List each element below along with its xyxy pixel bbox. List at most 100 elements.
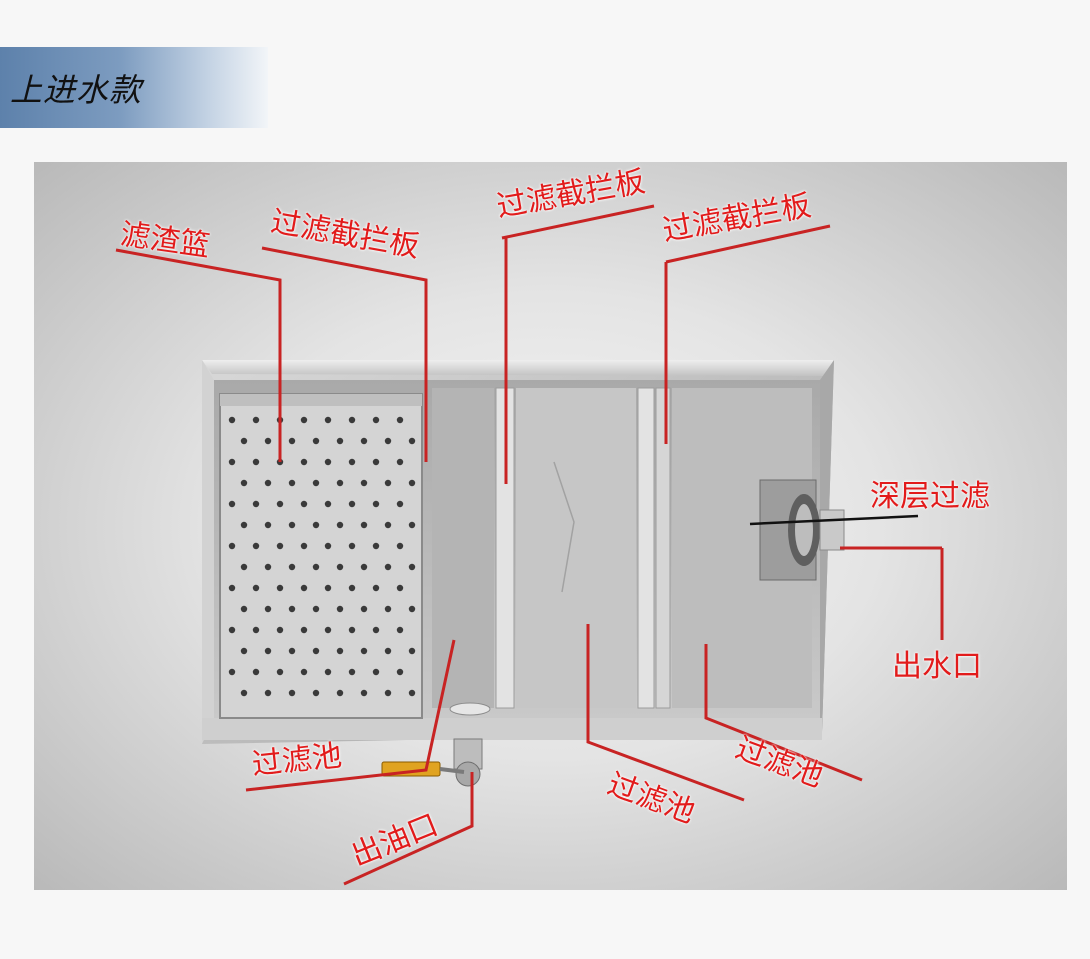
basket-hole: [312, 647, 320, 655]
basket-hole: [324, 416, 332, 424]
basket-hole: [372, 500, 380, 508]
basket-hole: [408, 605, 416, 613]
product-photo: 滤渣篮 过滤截拦板 过滤截拦板 过滤截拦板 深层过滤 出水口 过滤池 过滤池 过…: [34, 162, 1067, 890]
basket-hole: [264, 647, 272, 655]
chamber-2: [516, 388, 636, 708]
basket-hole: [240, 689, 248, 697]
basket-hole: [396, 542, 404, 550]
label-water-outlet: 出水口: [892, 649, 982, 684]
basket-hole: [228, 584, 236, 592]
basket-hole: [408, 479, 416, 487]
basket-hole: [264, 689, 272, 697]
basket-hole: [312, 521, 320, 529]
deep-filter-leader: [749, 514, 919, 526]
basket-hole: [324, 500, 332, 508]
basket-hole: [348, 500, 356, 508]
basket-hole: [396, 458, 404, 466]
basket-hole: [240, 479, 248, 487]
basket-hole: [372, 458, 380, 466]
basket-hole: [348, 584, 356, 592]
baffle-plate: [637, 387, 655, 709]
basket-hole: [372, 416, 380, 424]
basket-hole: [324, 626, 332, 634]
page-title: 上进水款: [10, 71, 143, 109]
basket-hole: [384, 689, 392, 697]
filter-basket: [219, 393, 423, 719]
basket-hole: [384, 647, 392, 655]
basket-hole: [276, 542, 284, 550]
basket-hole: [384, 437, 392, 445]
basket-hole: [396, 584, 404, 592]
grease-trap-illustration: [115, 204, 944, 886]
basket-hole: [228, 542, 236, 550]
basket-hole: [228, 626, 236, 634]
basket-hole: [228, 668, 236, 676]
basket-hole: [252, 458, 260, 466]
basket-hole: [324, 668, 332, 676]
basket-hole: [360, 647, 368, 655]
basket-hole: [264, 521, 272, 529]
basket-hole: [288, 647, 296, 655]
basket-hole: [276, 500, 284, 508]
basket-hole: [408, 689, 416, 697]
basket-hole: [372, 542, 380, 550]
basket-hole: [384, 479, 392, 487]
basket-hole: [360, 479, 368, 487]
basket-hole: [288, 521, 296, 529]
basket-hole: [240, 437, 248, 445]
basket-hole: [348, 542, 356, 550]
basket-hole: [276, 626, 284, 634]
basket-hole: [348, 668, 356, 676]
outlet-fitting: [759, 479, 845, 581]
basket-hole: [324, 458, 332, 466]
basket-hole: [360, 521, 368, 529]
basket-hole: [384, 521, 392, 529]
basket-hole: [264, 605, 272, 613]
basket-hole: [288, 563, 296, 571]
basket-hole: [300, 584, 308, 592]
basket-hole: [336, 479, 344, 487]
basket-hole: [336, 563, 344, 571]
basket-hole: [348, 458, 356, 466]
basket-hole: [300, 416, 308, 424]
basket-hole: [408, 437, 416, 445]
label-deep-filter: 深层过滤: [870, 479, 990, 514]
basket-hole: [336, 605, 344, 613]
basket-hole: [372, 584, 380, 592]
basket-hole: [348, 626, 356, 634]
basket-hole: [300, 500, 308, 508]
basket-hole: [312, 437, 320, 445]
title-banner: 上进水款: [0, 47, 268, 128]
basket-hole: [384, 605, 392, 613]
basket-hole: [264, 437, 272, 445]
basket-hole: [360, 437, 368, 445]
baffle-plate: [655, 387, 671, 709]
basket-hole: [240, 563, 248, 571]
basket-hole: [252, 668, 260, 676]
basket-hole: [408, 521, 416, 529]
basket-hole: [252, 542, 260, 550]
basket-hole: [324, 542, 332, 550]
basket-hole: [300, 626, 308, 634]
basket-hole: [252, 416, 260, 424]
basket-hole: [240, 521, 248, 529]
basket-hole: [300, 458, 308, 466]
basket-hole: [240, 605, 248, 613]
basket-hole: [408, 647, 416, 655]
basket-hole: [288, 479, 296, 487]
basket-hole: [312, 563, 320, 571]
basket-hole: [396, 500, 404, 508]
basket-hole: [264, 479, 272, 487]
basket-hole: [240, 647, 248, 655]
basket-hole: [288, 689, 296, 697]
basket-hole: [336, 437, 344, 445]
leader-lines: [115, 204, 944, 886]
basket-hole: [264, 563, 272, 571]
basket-hole: [360, 689, 368, 697]
basket-hole: [360, 563, 368, 571]
basket-hole: [276, 584, 284, 592]
basket-hole: [396, 416, 404, 424]
basket-hole: [276, 668, 284, 676]
basket-hole: [372, 626, 380, 634]
basket-hole: [312, 605, 320, 613]
